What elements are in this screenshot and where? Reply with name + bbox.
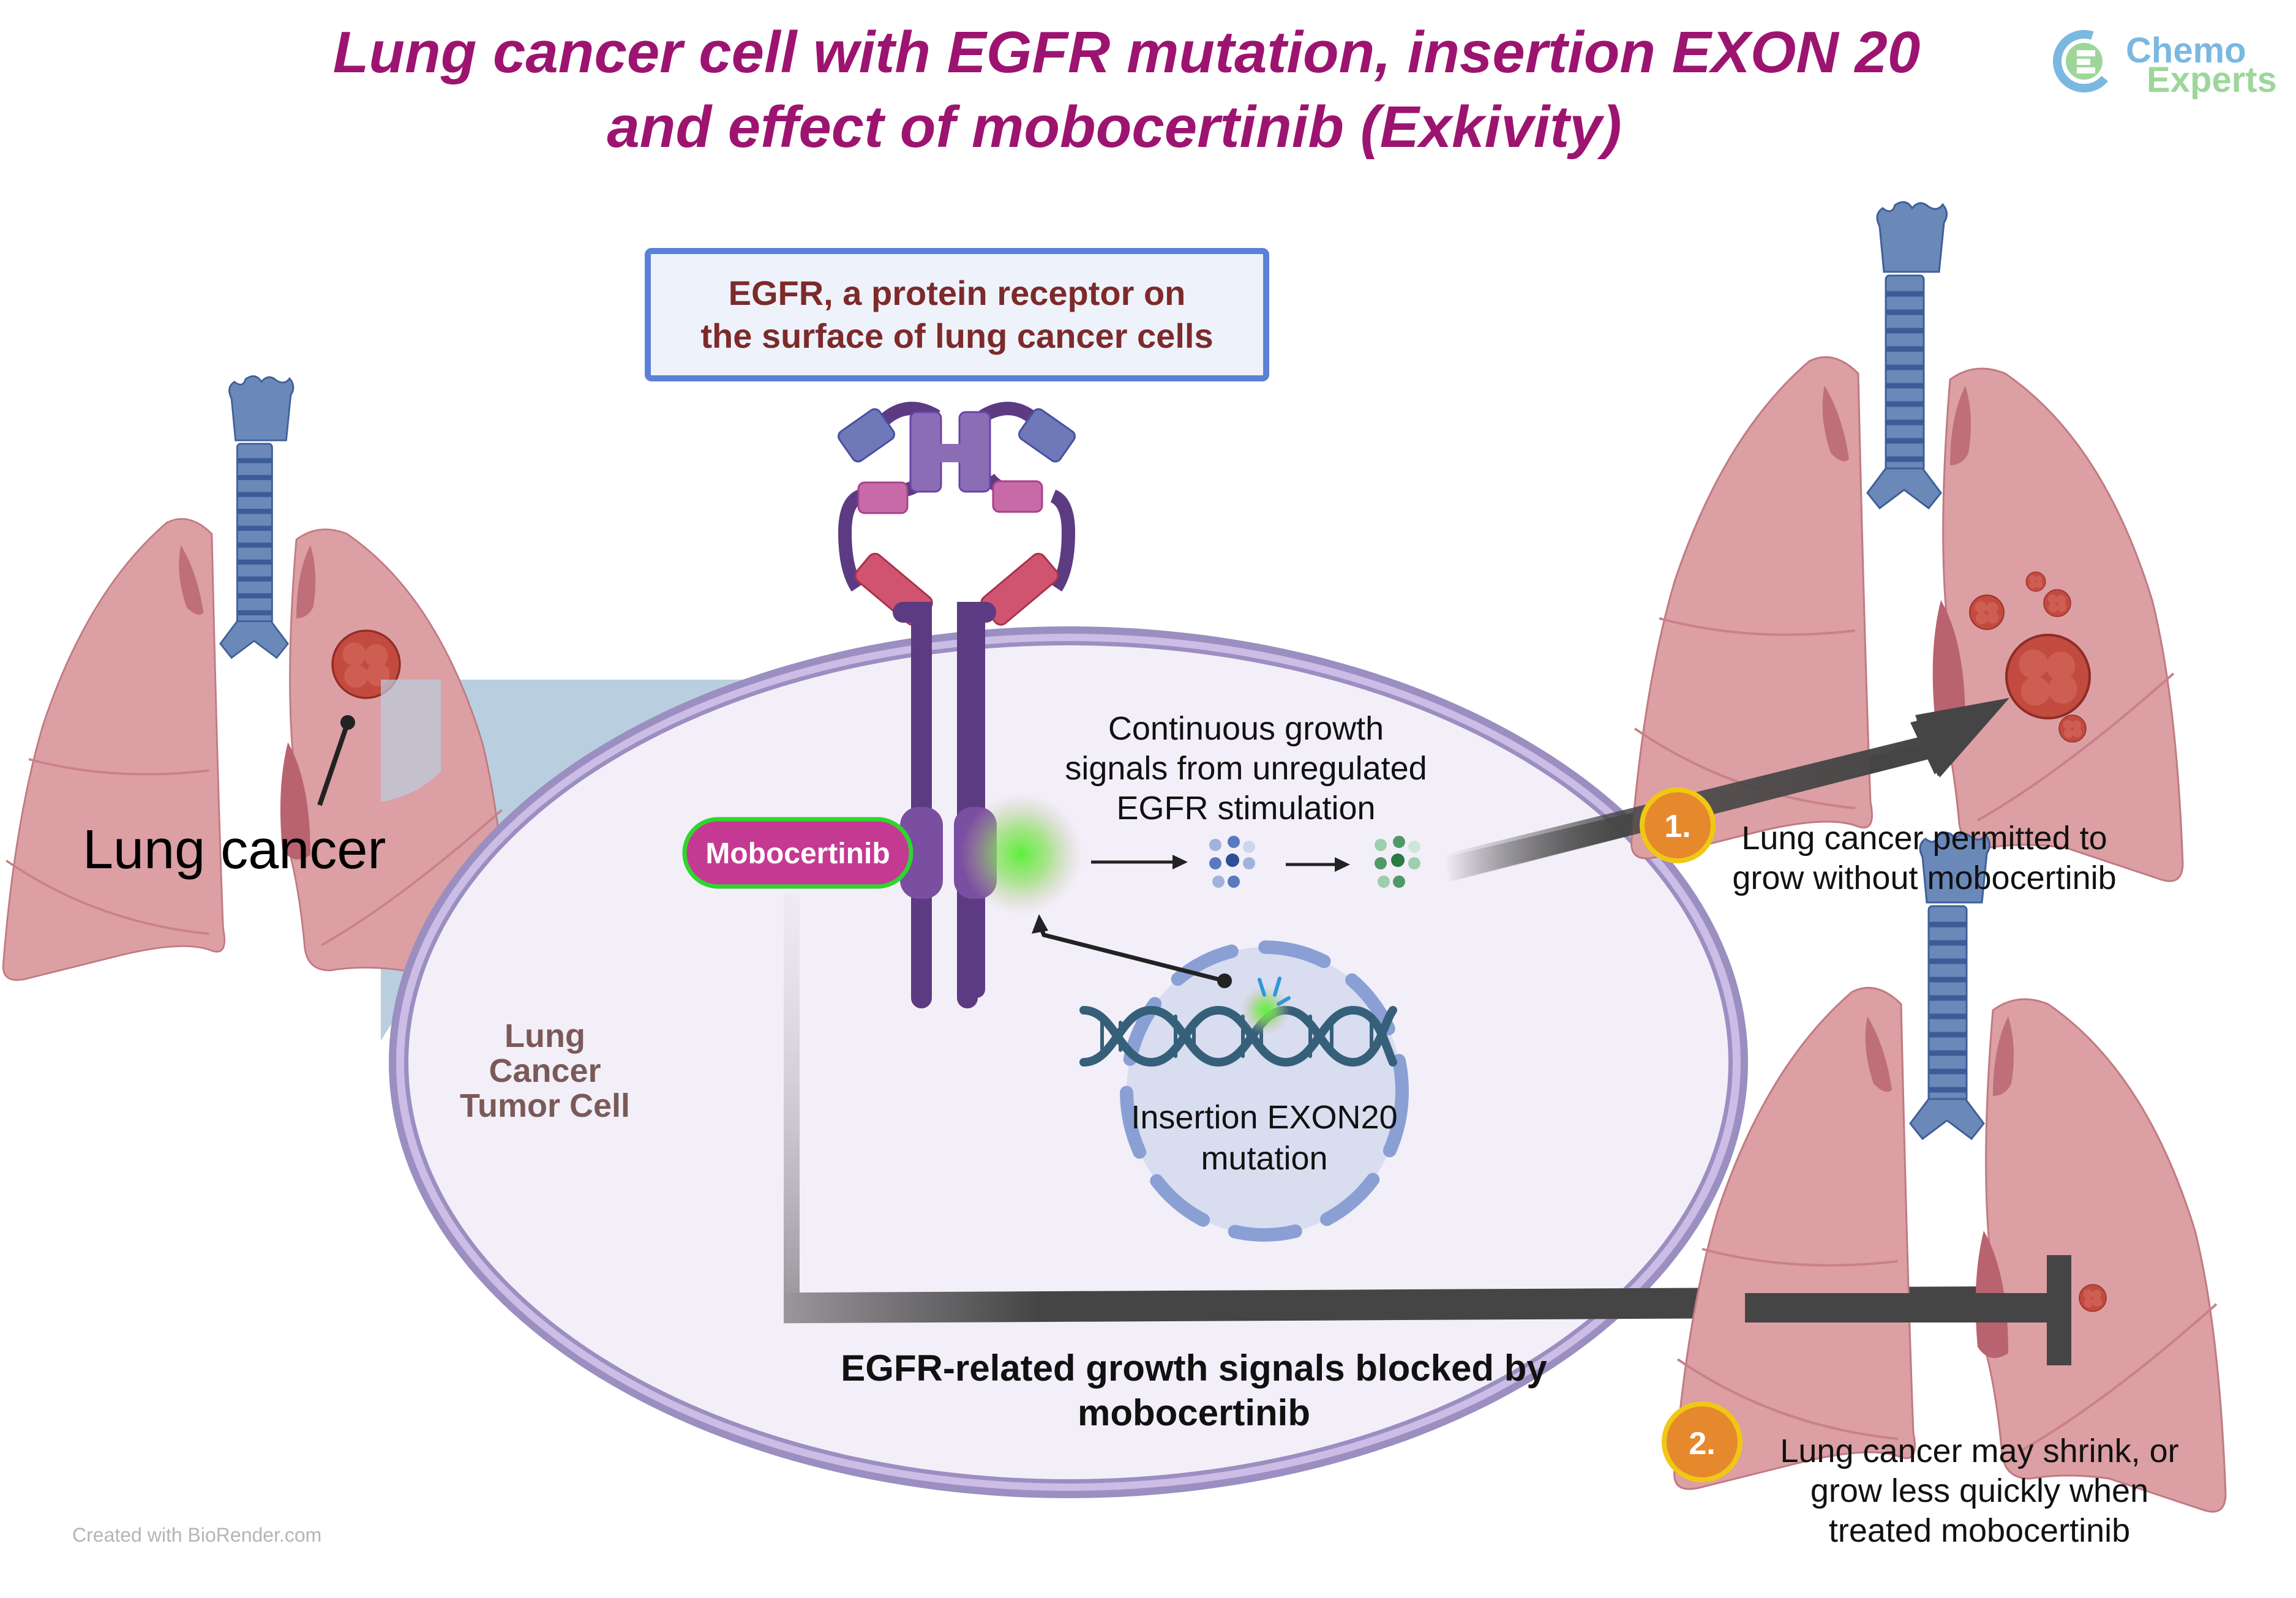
outcome-2-line-3: treated mobocertinib [1829, 1512, 2130, 1549]
cell-label: Lung Cancer Tumor Cell [460, 1018, 630, 1124]
biorender-credit: Created with BioRender.com [72, 1524, 321, 1546]
green-signal-molecules [1375, 836, 1420, 888]
lungs-treated-illustration [1675, 833, 2226, 1512]
active-signal-glow [960, 793, 1082, 915]
nucleus-line-2: mutation [1201, 1140, 1327, 1177]
logo-word-experts: Experts [2147, 60, 2277, 100]
growth-arrow-tip [1915, 698, 2009, 778]
mutation-glow [1241, 986, 1290, 1035]
egfr-box-line-2: the surface of lung cancer cells [700, 317, 1213, 355]
chemo-experts-logo: Chemo Experts [2053, 30, 2277, 100]
outcome-1-line-2: grow without mobocertinib [1732, 860, 2116, 896]
logo-word-chemo: Chemo [2126, 31, 2246, 70]
zoom-overlay [381, 680, 441, 802]
egfr-callout-box: EGFR, a protein receptor on the surface … [645, 248, 1269, 381]
blocked-description: EGFR-related growth signals blocked by m… [841, 1348, 1547, 1433]
lung-cancer-pointer-line [317, 721, 350, 806]
signal-line-2: signals from unregulated [1065, 750, 1427, 787]
outcome-1: 1. Lung cancer permitted to grow without… [1640, 787, 2117, 896]
mobocertinib-drug: Mobocertinib [682, 817, 914, 889]
outcome-2-line-2: grow less quickly when [1810, 1472, 2148, 1509]
outcome-1-number: 1. [1664, 809, 1690, 844]
signal-line-1: Continuous growth [1108, 710, 1384, 747]
signal-line-3: EGFR stimulation [1116, 790, 1375, 827]
blocked-line-2: mobocertinib [1078, 1392, 1310, 1433]
mutation-spark-icon [1258, 977, 1291, 1006]
arrow-head-icon [1335, 857, 1350, 872]
signal-description: Continuous growth signals from unregulat… [1065, 710, 1427, 827]
inhibition-bar [2047, 1255, 2071, 1365]
cell-label-line-2: Cancer [489, 1052, 601, 1089]
outcome-2: 2. Lung cancer may shrink, or grow less … [1662, 1401, 2179, 1549]
arrow-head-icon [1172, 855, 1188, 869]
mutation-arrow [1032, 914, 1232, 988]
lungs-untreated-illustration [1632, 202, 2183, 881]
pointer-dot [340, 715, 355, 730]
chemo-experts-logo-icon [2053, 30, 2115, 92]
treated-tumor [2079, 1285, 2106, 1311]
blue-signal-molecules [1209, 836, 1255, 888]
outcome-1-line-1: Lung cancer permitted to [1741, 820, 2107, 857]
signal-cascade [1091, 836, 1420, 888]
inhibition-line [1745, 1293, 2057, 1322]
title-line-1: Lung cancer cell with EGFR mutation, ins… [333, 20, 1920, 85]
outcome-2-line-1: Lung cancer may shrink, or [1780, 1433, 2178, 1469]
outcome-2-number: 2. [1689, 1426, 1715, 1461]
egfr-box-line-1: EGFR, a protein receptor on [729, 274, 1186, 312]
nucleus-line-1: Insertion EXON20 [1131, 1099, 1397, 1136]
mobocertinib-label: Mobocertinib [705, 838, 890, 870]
cell-label-line-1: Lung [505, 1018, 585, 1054]
cell-label-line-3: Tumor Cell [460, 1087, 630, 1124]
outcome-1-badge [1640, 787, 1716, 863]
dna-icon [1079, 1005, 1397, 1067]
arrow-head-icon [1032, 914, 1048, 934]
lung-cancer-label: Lung cancer [83, 819, 386, 880]
nucleus: Insertion EXON20 mutation [1079, 940, 1409, 1242]
outcome-2-badge [1662, 1401, 1743, 1482]
blocked-line-1: EGFR-related growth signals blocked by [841, 1348, 1547, 1389]
title-line-2: and effect of mobocertinib (Exkivity) [607, 94, 1621, 160]
